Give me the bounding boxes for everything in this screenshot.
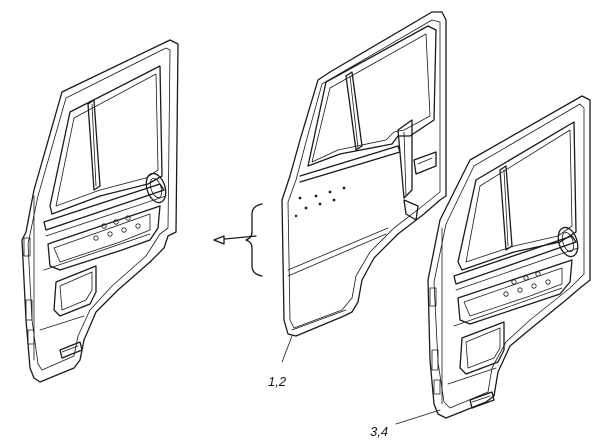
left-door-inner-frame [21, 39, 179, 383]
part-label-right: 3,4 [370, 424, 388, 439]
explode-arrow [213, 235, 257, 245]
right-door-inner-frame [427, 95, 591, 419]
leader-line-outer [281, 335, 293, 363]
leader-line-right [395, 409, 441, 425]
part-label-outer: 1,2 [268, 374, 287, 389]
assembly-bracket [245, 203, 263, 277]
center-door-outer-panel [281, 11, 447, 337]
